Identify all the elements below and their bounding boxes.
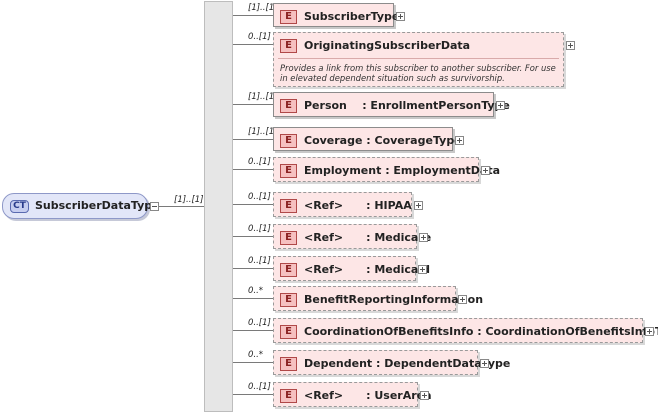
complex-type-name: SubscriberDataType xyxy=(35,199,160,212)
element-badge: E xyxy=(280,199,297,213)
element-cardinality: 0..[1] xyxy=(248,255,271,266)
element-badge: E xyxy=(280,39,297,53)
expand-plus-icon[interactable] xyxy=(419,232,428,242)
expand-plus-icon[interactable] xyxy=(455,135,464,145)
element-cardinality: 0..[1] xyxy=(248,381,271,392)
element-cardinality: 0..[1] xyxy=(248,31,271,42)
element-node[interactable]: E <Ref> : Medicaid xyxy=(273,256,430,281)
element-node[interactable]: E <Ref> : HIPAA xyxy=(273,192,412,217)
element-node[interactable]: E <Ref> : UserArea xyxy=(273,382,432,407)
expand-plus-icon[interactable] xyxy=(566,40,575,50)
element-badge: E xyxy=(280,325,297,339)
element-cardinality: 0..[1] xyxy=(248,317,271,328)
element-label: OriginatingSubscriberData xyxy=(304,39,471,52)
element-badge: E xyxy=(280,293,297,307)
element-badge: E xyxy=(280,10,297,24)
ct-badge: CT xyxy=(10,200,29,213)
complex-type-node[interactable]: CT SubscriberDataType xyxy=(2,193,160,219)
element-node[interactable]: E Coverage : CoverageType xyxy=(273,127,462,151)
element-cardinality: 0..[1] xyxy=(248,223,271,234)
collapse-minus-icon[interactable] xyxy=(150,202,159,211)
element-cardinality: [1]..[1] xyxy=(248,91,278,102)
element-label: <Ref> : Medicare xyxy=(304,231,432,244)
element-cardinality: 0..* xyxy=(248,349,264,360)
expand-plus-icon[interactable] xyxy=(418,264,427,274)
element-node[interactable]: E BenefitReportingInformation xyxy=(273,286,483,311)
element-badge: E xyxy=(280,164,297,178)
element-badge: E xyxy=(280,357,297,371)
root-cardinality: [1]..[1] xyxy=(174,195,204,205)
expand-plus-icon[interactable] xyxy=(480,358,489,368)
element-divider xyxy=(278,58,559,59)
element-cardinality: [1]..[1] xyxy=(248,126,278,137)
element-label: Dependent : DependentDataType xyxy=(304,357,511,370)
element-label: <Ref> : UserArea xyxy=(304,389,432,402)
element-label: BenefitReportingInformation xyxy=(304,293,484,306)
element-label: CoordinationOfBenefitsInfo : Coordinatio… xyxy=(304,325,658,338)
element-label: Employment : EmploymentData xyxy=(304,164,501,177)
element-badge: E xyxy=(280,99,297,113)
expand-plus-icon[interactable] xyxy=(645,326,654,336)
sequence-compositor xyxy=(204,1,233,412)
element-label: Person : EnrollmentPersonType xyxy=(304,99,510,112)
element-badge: E xyxy=(280,134,297,148)
element-label: Coverage : CoverageType xyxy=(304,134,462,147)
expand-plus-icon[interactable] xyxy=(481,165,490,175)
expand-plus-icon[interactable] xyxy=(458,294,467,304)
element-label: <Ref> : Medicaid xyxy=(304,263,430,276)
expand-plus-icon[interactable] xyxy=(420,390,429,400)
element-cardinality: 0..* xyxy=(248,285,264,296)
expand-plus-icon[interactable] xyxy=(496,100,505,110)
element-label: SubscriberType xyxy=(304,10,400,23)
element-description: Provides a link from this subscriber to … xyxy=(280,63,556,83)
element-node[interactable]: E <Ref> : Medicare xyxy=(273,224,431,249)
element-node[interactable]: E Dependent : DependentDataType xyxy=(273,350,510,375)
element-badge: E xyxy=(280,231,297,245)
element-cardinality: [1]..[1] xyxy=(248,2,278,13)
element-node[interactable]: E CoordinationOfBenefitsInfo : Coordinati… xyxy=(273,318,658,343)
element-badge: E xyxy=(280,389,297,403)
element-badge: E xyxy=(280,263,297,277)
expand-plus-icon[interactable] xyxy=(414,200,423,210)
element-node[interactable]: E SubscriberType xyxy=(273,3,399,27)
element-node[interactable]: E Employment : EmploymentData xyxy=(273,157,500,182)
element-cardinality: 0..[1] xyxy=(248,191,271,202)
element-cardinality: 0..[1] xyxy=(248,156,271,167)
element-label: <Ref> : HIPAA xyxy=(304,199,412,212)
expand-plus-icon[interactable] xyxy=(396,11,405,21)
element-node[interactable]: E Person : EnrollmentPersonType xyxy=(273,92,510,117)
